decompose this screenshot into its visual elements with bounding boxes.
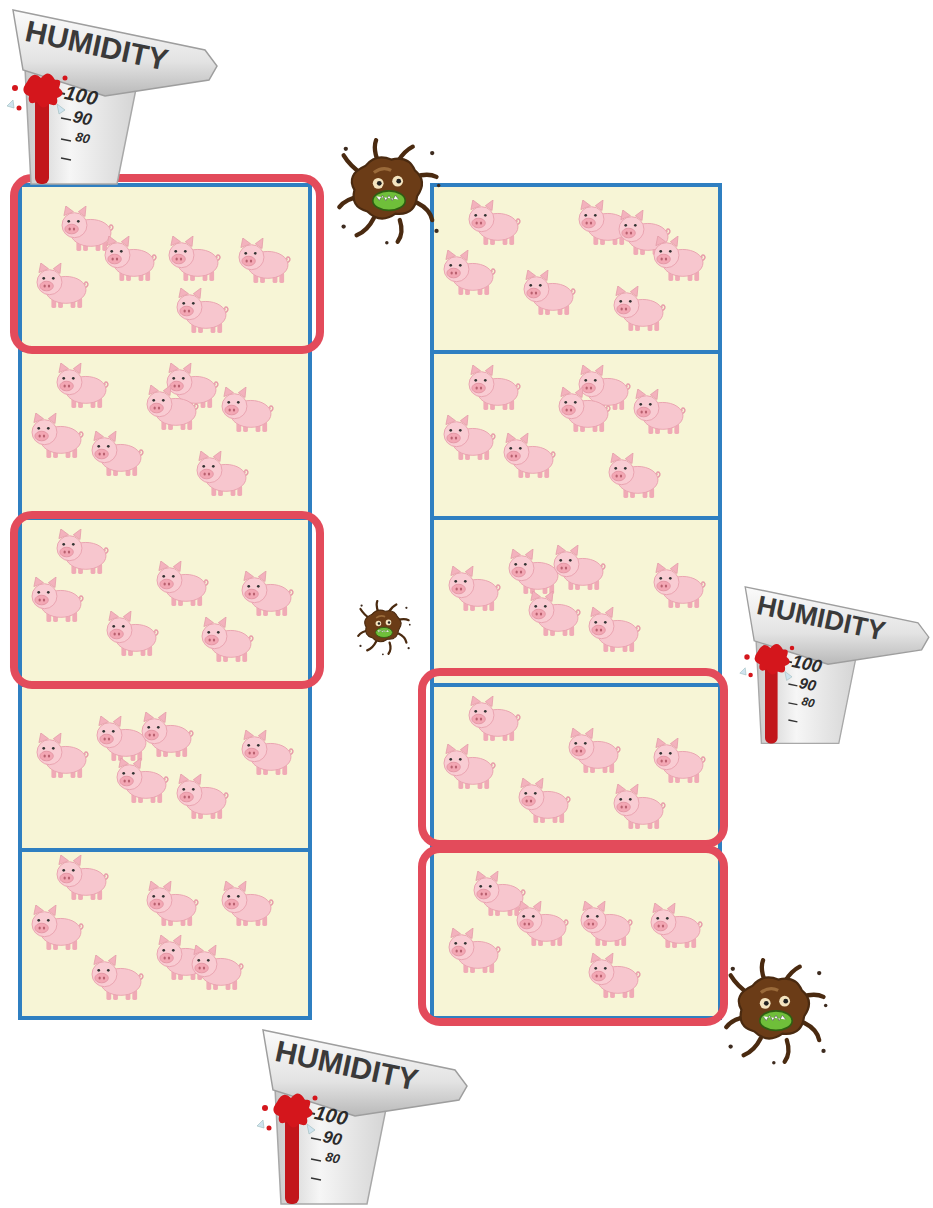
pig — [32, 905, 83, 950]
pig — [147, 881, 198, 926]
scale-number: 80 — [74, 130, 91, 146]
pig — [589, 607, 640, 652]
thermometer-title: HUMIDITY — [273, 1036, 421, 1095]
pig — [614, 286, 665, 331]
pig — [142, 712, 193, 757]
humidity-thermometer — [7, 10, 217, 184]
scale-number: 80 — [324, 1150, 341, 1166]
scale-number: 100 — [790, 652, 823, 676]
pen-column — [432, 185, 720, 1018]
scale-number: 90 — [798, 675, 818, 694]
pig — [169, 236, 220, 281]
pig — [509, 549, 560, 594]
pig — [92, 955, 143, 1000]
pig — [57, 363, 108, 408]
pen-column — [20, 185, 310, 1018]
pig — [62, 206, 113, 251]
pig — [32, 577, 83, 622]
pig — [37, 733, 88, 778]
pig — [444, 415, 495, 460]
pig — [242, 730, 293, 775]
germ-icon — [339, 140, 440, 244]
pig — [117, 758, 168, 803]
pig — [519, 778, 570, 823]
pig — [57, 855, 108, 900]
pig — [222, 387, 273, 432]
pig — [504, 433, 555, 478]
pig — [474, 871, 525, 916]
pig — [581, 901, 632, 946]
pig — [559, 387, 610, 432]
pig — [242, 571, 293, 616]
pig — [105, 236, 156, 281]
pig — [529, 591, 580, 636]
pig — [469, 365, 520, 410]
humidity-thermometer — [740, 587, 929, 744]
pig — [517, 901, 568, 946]
pig — [449, 566, 500, 611]
highlight-frames — [14, 178, 724, 1022]
scale-number: 100 — [63, 82, 100, 109]
germ-icon — [358, 601, 410, 655]
pigs — [32, 200, 705, 1000]
scale-number: 90 — [321, 1128, 343, 1149]
pig — [469, 696, 520, 741]
scale-number: 90 — [71, 108, 93, 129]
thermometer-title: HUMIDITY — [23, 16, 171, 75]
pig — [449, 928, 500, 973]
pig — [107, 611, 158, 656]
pig — [609, 453, 660, 498]
pig — [37, 263, 88, 308]
pig — [32, 413, 83, 458]
pig — [554, 545, 605, 590]
pig — [177, 774, 228, 819]
germ-icon — [726, 960, 827, 1064]
pig — [654, 236, 705, 281]
pig — [569, 728, 620, 773]
scale-number: 80 — [800, 695, 815, 709]
pig — [177, 288, 228, 333]
pig — [147, 385, 198, 430]
pig — [157, 561, 208, 606]
pig — [97, 716, 148, 761]
pig — [444, 744, 495, 789]
pig — [524, 270, 575, 315]
pig — [614, 784, 665, 829]
pig — [239, 238, 290, 283]
pig — [444, 250, 495, 295]
scale-number: 100 — [313, 1102, 350, 1129]
thermometer-title: HUMIDITY — [754, 592, 887, 646]
pig — [202, 617, 253, 662]
humidity-thermometer — [257, 1030, 467, 1204]
pig — [589, 953, 640, 998]
pig — [222, 881, 273, 926]
pig — [192, 945, 243, 990]
pig — [634, 389, 685, 434]
pig — [92, 431, 143, 476]
pig — [469, 200, 520, 245]
pig — [654, 738, 705, 783]
pig — [654, 563, 705, 608]
pig — [651, 903, 702, 948]
pig — [197, 451, 248, 496]
pig — [57, 529, 108, 574]
